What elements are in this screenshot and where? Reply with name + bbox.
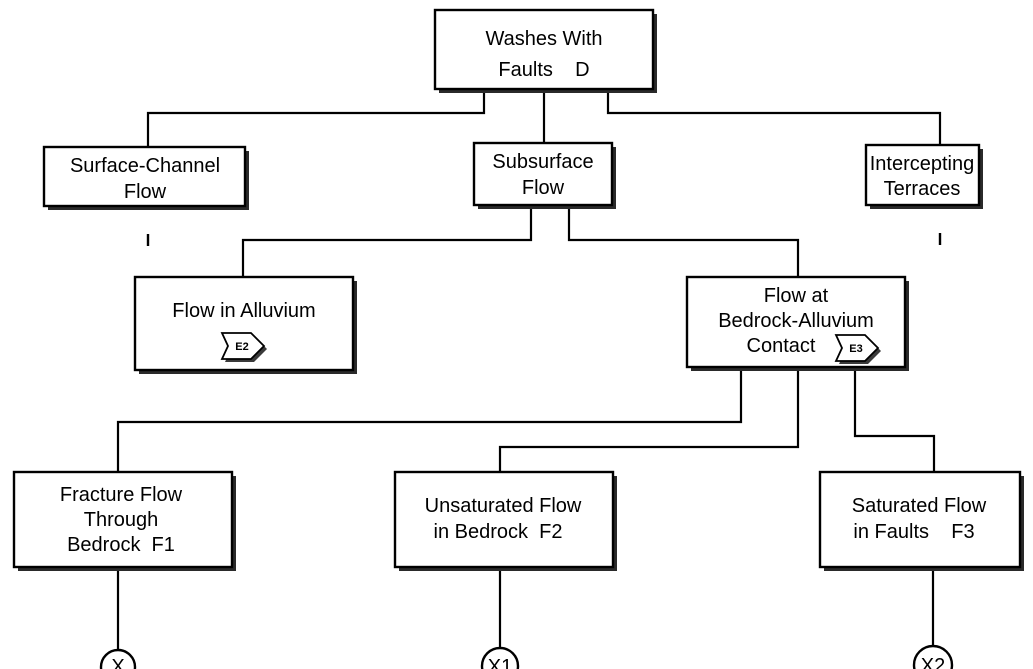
edge-subsurface-to-bedrock-contact — [567, 205, 800, 277]
node-label-line: Unsaturated Flow — [425, 495, 582, 517]
node-label-line: in Bedrock F2 — [434, 521, 563, 543]
transfer-arrow-icon: E3 — [834, 334, 881, 364]
node-label-line: Bedrock F1 — [67, 534, 175, 556]
edge-root-to-surface-channel — [146, 89, 486, 147]
edge-bedrock-contact-to-unsaturated — [498, 367, 800, 472]
terminal-circle-shape — [480, 646, 520, 669]
terminal-circle-x1: X1 — [480, 646, 520, 669]
node-washes-with-faults: Washes With Faults D — [433, 8, 657, 93]
node-label-line: Surface-Channel — [70, 155, 220, 177]
terminal-circle-shape — [912, 644, 954, 669]
node-label-line: Flow at — [764, 285, 829, 307]
node-unsaturated-flow-in-bedrock: Unsaturated Flow in Bedrock F2 — [393, 470, 617, 571]
transfer-arrow-label: E2 — [235, 341, 248, 353]
node-label-line: Terraces — [884, 178, 961, 200]
terminal-circle-x: X — [99, 648, 137, 669]
node-fracture-flow-through-bedrock: Fracture Flow Through Bedrock F1 — [12, 470, 236, 571]
node-box — [393, 470, 615, 569]
edge-bedrock-contact-to-saturated — [853, 367, 936, 472]
node-label-line: Through — [84, 509, 159, 531]
terminal-circle-label: X1 — [488, 656, 512, 669]
node-box — [12, 470, 234, 569]
node-box — [42, 145, 247, 208]
node-box — [864, 143, 981, 207]
edge-bedrock-contact-to-fracture — [116, 367, 743, 472]
node-box — [472, 141, 614, 207]
node-label-line: Faults D — [498, 59, 589, 81]
node-box — [433, 8, 655, 91]
terminal-circle-label: X — [111, 656, 124, 669]
node-box — [818, 470, 1022, 569]
node-label-line: Flow — [124, 181, 167, 203]
node-label-line: Flow — [522, 177, 565, 199]
node-surface-channel-flow: Surface-Channel Flow — [42, 145, 249, 210]
node-saturated-flow-in-faults: Saturated Flow in Faults F3 — [818, 470, 1024, 571]
node-label-line: Saturated Flow — [852, 495, 987, 517]
node-intercepting-terraces: Intercepting Terraces — [864, 143, 983, 209]
node-label-line: Intercepting — [870, 153, 975, 175]
node-label-line: Flow in Alluvium — [172, 300, 315, 322]
node-label-line: Contact — [747, 335, 816, 357]
connectors — [116, 89, 942, 650]
node-subsurface-flow: Subsurface Flow — [472, 141, 616, 209]
edge-subsurface-to-alluvium — [241, 205, 533, 277]
node-label-line: Bedrock-Alluvium — [718, 310, 874, 332]
node-label-line: Washes With — [485, 28, 602, 50]
node-label-line: Subsurface — [492, 151, 593, 173]
node-label-line: in Faults F3 — [853, 521, 974, 543]
node-flow-in-alluvium: Flow in Alluvium E2 — [133, 275, 357, 374]
edge-root-to-intercepting — [606, 89, 942, 145]
transfer-arrow-body — [834, 334, 880, 362]
node-flow-at-bedrock-alluvium-contact: Flow at Bedrock-Alluvium Contact E3 — [685, 275, 909, 371]
transfer-arrow-label: E3 — [849, 343, 862, 355]
node-label-line: Fracture Flow — [60, 484, 183, 506]
terminal-circle-label: X2 — [921, 655, 945, 669]
transfer-arrow-body — [220, 332, 266, 360]
terminal-circle-shape — [99, 648, 137, 669]
terminal-circle-x2: X2 — [912, 644, 954, 669]
transfer-arrow-icon: E2 — [220, 332, 267, 362]
